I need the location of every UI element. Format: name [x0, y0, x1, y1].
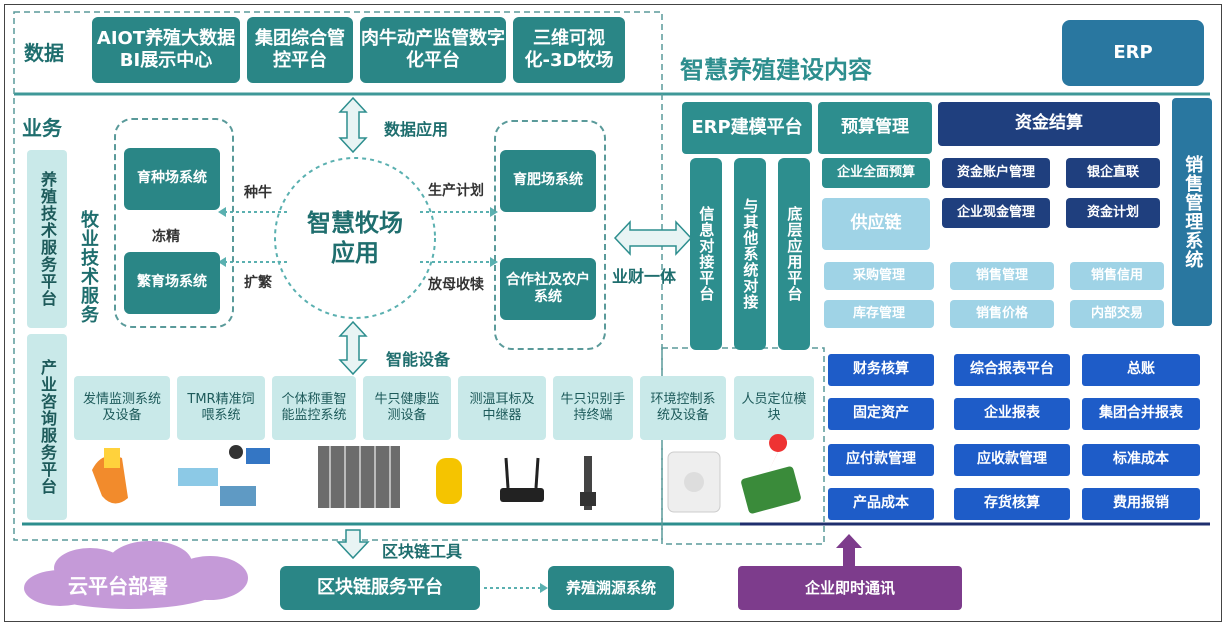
blockchain-tools-label: 区块链工具 — [382, 542, 463, 561]
device-tmr[interactable]: TMR精准饲喂系统 — [177, 376, 265, 440]
link-frozen: 冻精 — [152, 229, 180, 245]
coop-farmer-system[interactable]: 合作社及农户系统 — [500, 258, 596, 320]
cloud-shape — [24, 541, 248, 609]
breeding-farm-system[interactable]: 育种场系统 — [124, 148, 220, 210]
group-consolidated-report[interactable]: 集团合并报表 — [1082, 398, 1200, 430]
tech-dashed-label: 牧业技术服务 — [72, 210, 104, 360]
data-app-3d[interactable]: 三维可视化-3D牧场 — [513, 17, 625, 83]
link-breed: 种牛 — [244, 185, 272, 201]
other-dock-platform[interactable]: 与其他系统对接 — [734, 158, 766, 350]
outer-frame — [4, 4, 1222, 622]
fixed-assets[interactable]: 固定资产 — [828, 398, 934, 430]
fund-plan[interactable]: 资金计划 — [1066, 198, 1160, 228]
device-estrus[interactable]: 发情监测系统及设备 — [74, 376, 170, 440]
accounts-receivable[interactable]: 应收款管理 — [954, 444, 1070, 476]
sales-system-label: 销售管理系统 — [1182, 155, 1204, 269]
enterprise-im[interactable]: 企业即时通讯 — [738, 566, 962, 610]
link-expand: 扩繁 — [244, 275, 272, 291]
enterprise-report[interactable]: 企业报表 — [954, 398, 1070, 430]
row-label-data: 数据 — [24, 41, 64, 65]
fattening-farm-system[interactable]: 育肥场系统 — [500, 150, 596, 212]
enterprise-budget[interactable]: 企业全面预算 — [822, 158, 930, 188]
tech-service-platform[interactable]: 养殖技术服务平台 — [27, 150, 67, 328]
blockchain-service-platform[interactable]: 区块链服务平台 — [280, 566, 480, 610]
device-ear-tag[interactable]: 测温耳标及中继器 — [458, 376, 546, 440]
inventory-accounting[interactable]: 存货核算 — [954, 488, 1070, 520]
device-personnel-loc[interactable]: 人员定位模块 — [734, 376, 814, 440]
data-app-cattle[interactable]: 肉牛动产监管数字化平台 — [360, 17, 506, 83]
budget-management[interactable]: 预算管理 — [818, 102, 932, 154]
standard-cost[interactable]: 标准成本 — [1082, 444, 1200, 476]
cash-management[interactable]: 企业现金管理 — [942, 198, 1050, 228]
consult-service-label: 产业咨询服务平台 — [38, 359, 57, 495]
right-system-group — [494, 120, 606, 350]
other-dock-label: 与其他系统对接 — [741, 198, 760, 310]
erp-box[interactable]: ERP — [1062, 20, 1204, 86]
sales-credit[interactable]: 销售信用 — [1070, 262, 1164, 290]
tech-service-label: 养殖技术服务平台 — [38, 171, 57, 307]
location-phone-icon — [741, 434, 801, 514]
data-app-group[interactable]: 集团综合管控平台 — [247, 17, 353, 83]
center-title: 智慧牧场应用 — [307, 209, 403, 267]
info-dock-label: 信息对接平台 — [697, 206, 716, 302]
fund-account-mgmt[interactable]: 资金账户管理 — [942, 158, 1050, 188]
link-plan: 生产计划 — [428, 183, 484, 199]
purchase-management[interactable]: 采购管理 — [824, 262, 934, 290]
relay-router-icon — [500, 457, 544, 502]
internal-trade[interactable]: 内部交易 — [1070, 300, 1164, 328]
device-id-handheld[interactable]: 牛只识别手持终端 — [553, 376, 633, 440]
left-system-group — [114, 118, 234, 328]
fund-settlement[interactable]: 资金结算 — [938, 102, 1160, 146]
ankle-band-icon — [92, 448, 128, 504]
tech-dashed-text: 牧业技术服务 — [78, 210, 99, 324]
sales-management[interactable]: 销售管理 — [950, 262, 1054, 290]
erp-heading: 智慧养殖建设内容 — [680, 56, 872, 84]
consult-service-platform[interactable]: 产业咨询服务平台 — [27, 334, 67, 520]
expense-reimbursement[interactable]: 费用报销 — [1082, 488, 1200, 520]
smart-devices-label: 智能设备 — [386, 350, 451, 369]
health-monitor-icon — [436, 458, 462, 504]
general-ledger[interactable]: 总账 — [1082, 354, 1200, 386]
accounts-payable[interactable]: 应付款管理 — [828, 444, 934, 476]
sales-management-system[interactable]: 销售管理系统 — [1172, 98, 1212, 326]
device-weighing[interactable]: 个体称重智能监控系统 — [272, 376, 356, 440]
finance-accounting[interactable]: 财务核算 — [828, 354, 934, 386]
reproduction-farm-system[interactable]: 繁育场系统 — [124, 252, 220, 314]
info-dock-platform[interactable]: 信息对接平台 — [690, 158, 722, 350]
base-app-platform[interactable]: 底层应用平台 — [778, 158, 810, 350]
link-cow: 放母收犊 — [428, 277, 484, 293]
traceability-system[interactable]: 养殖溯源系统 — [548, 566, 674, 610]
handheld-terminal-icon — [580, 456, 596, 510]
row-label-business: 业务 — [22, 116, 62, 140]
inventory-management[interactable]: 库存管理 — [824, 300, 934, 328]
erp-modeling-platform[interactable]: ERP建模平台 — [682, 102, 812, 154]
base-app-label: 底层应用平台 — [785, 206, 804, 302]
environment-sensor-icon — [667, 451, 721, 513]
product-cost[interactable]: 产品成本 — [828, 488, 934, 520]
supply-chain[interactable]: 供应链 — [822, 198, 930, 250]
bank-direct-link[interactable]: 银企直联 — [1066, 158, 1160, 188]
data-app-label: 数据应用 — [384, 120, 449, 139]
tmr-feeding-icon — [178, 445, 270, 506]
weighing-cage-icon — [318, 446, 400, 508]
sales-price[interactable]: 销售价格 — [950, 300, 1054, 328]
cloud-label: 云平台部署 — [68, 574, 168, 598]
device-health[interactable]: 牛只健康监测设备 — [363, 376, 451, 440]
data-app-bi[interactable]: AIOT养殖大数据BI展示中心 — [92, 17, 240, 83]
biz-fin-label: 业财一体 — [612, 267, 677, 286]
report-platform[interactable]: 综合报表平台 — [954, 354, 1070, 386]
device-environment[interactable]: 环境控制系统及设备 — [640, 376, 726, 440]
